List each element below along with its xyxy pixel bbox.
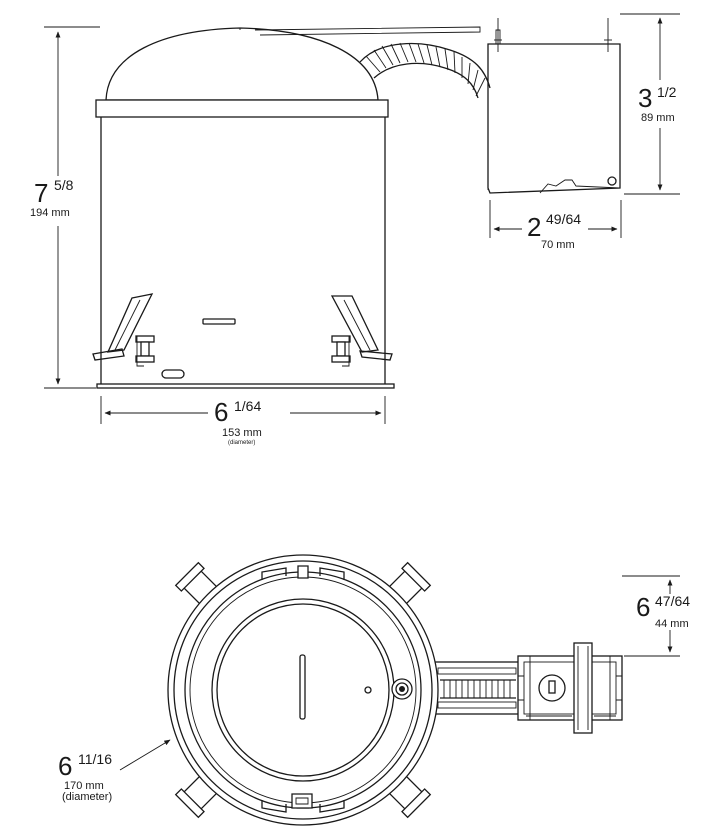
- svg-text:7: 7: [34, 178, 48, 208]
- box-height-dimension-line: [620, 13, 680, 195]
- plan-junction-box: [517, 642, 623, 734]
- box-width-dimension-label: 2 49/64 70 mm: [527, 211, 581, 251]
- svg-text:(diameter): (diameter): [62, 791, 112, 803]
- svg-text:153 mm: 153 mm: [222, 427, 262, 439]
- svg-text:(diameter): (diameter): [228, 440, 255, 446]
- flexible-conduit: [359, 42, 491, 99]
- svg-text:194 mm: 194 mm: [30, 207, 70, 219]
- svg-text:6: 6: [636, 592, 650, 622]
- plan-bottom-clip: [261, 793, 345, 813]
- svg-text:11/16: 11/16: [78, 751, 112, 767]
- housing-diameter-dimension-line: [100, 396, 386, 424]
- plan-small-hole: [364, 686, 372, 694]
- junction-box-side: [487, 18, 621, 194]
- box-offset-dimension-label: 6 47/64 44 mm: [636, 592, 690, 630]
- housing-slot: [202, 318, 236, 325]
- svg-text:44 mm: 44 mm: [655, 618, 689, 630]
- height-dimension-label: 7 5/8 194 mm: [30, 177, 74, 219]
- right-bar-bracket: [331, 335, 351, 367]
- svg-text:70 mm: 70 mm: [541, 239, 575, 251]
- svg-text:6: 6: [58, 751, 72, 781]
- housing-can: [100, 117, 386, 384]
- svg-text:89 mm: 89 mm: [641, 112, 675, 124]
- height-dimension-line: [44, 26, 100, 389]
- svg-text:2: 2: [527, 212, 541, 242]
- svg-text:5/8: 5/8: [54, 177, 74, 193]
- plan-flange-inner: [173, 560, 433, 820]
- plan-adjustment-knob: [391, 678, 413, 700]
- plan-center-slot: [299, 654, 306, 720]
- svg-text:6: 6: [214, 397, 228, 427]
- top-plate: [254, 26, 481, 36]
- svg-text:49/64: 49/64: [546, 211, 581, 227]
- housing-oval-knockout: [161, 369, 185, 379]
- left-bar-bracket: [135, 335, 155, 367]
- plan-conduit: [431, 661, 521, 715]
- housing-collar: [95, 99, 389, 118]
- flange-diameter-leader: [119, 739, 171, 771]
- svg-text:3: 3: [638, 83, 652, 113]
- box-offset-dimension-line: [622, 575, 680, 657]
- right-mounting-clip: [330, 295, 393, 361]
- bottom-flange: [96, 383, 395, 389]
- plan-top-clip: [261, 565, 345, 580]
- plan-aperture-inner: [216, 603, 390, 777]
- housing-diameter-dimension-label: 6 1/64 153 mm (diameter): [214, 397, 262, 446]
- side-elevation-view: [44, 13, 680, 424]
- plan-view: [119, 554, 680, 826]
- flange-diameter-dimension-label: 6 11/16 170 mm (diameter): [58, 751, 112, 803]
- left-mounting-clip: [92, 293, 154, 361]
- housing-dome: [105, 27, 379, 101]
- svg-text:47/64: 47/64: [655, 593, 690, 609]
- svg-text:1/64: 1/64: [234, 398, 261, 414]
- box-width-dimension-line: [489, 200, 622, 238]
- svg-text:1/2: 1/2: [657, 84, 677, 100]
- svg-text:170 mm: 170 mm: [64, 780, 104, 792]
- box-height-dimension-label: 3 1/2 89 mm: [638, 83, 677, 124]
